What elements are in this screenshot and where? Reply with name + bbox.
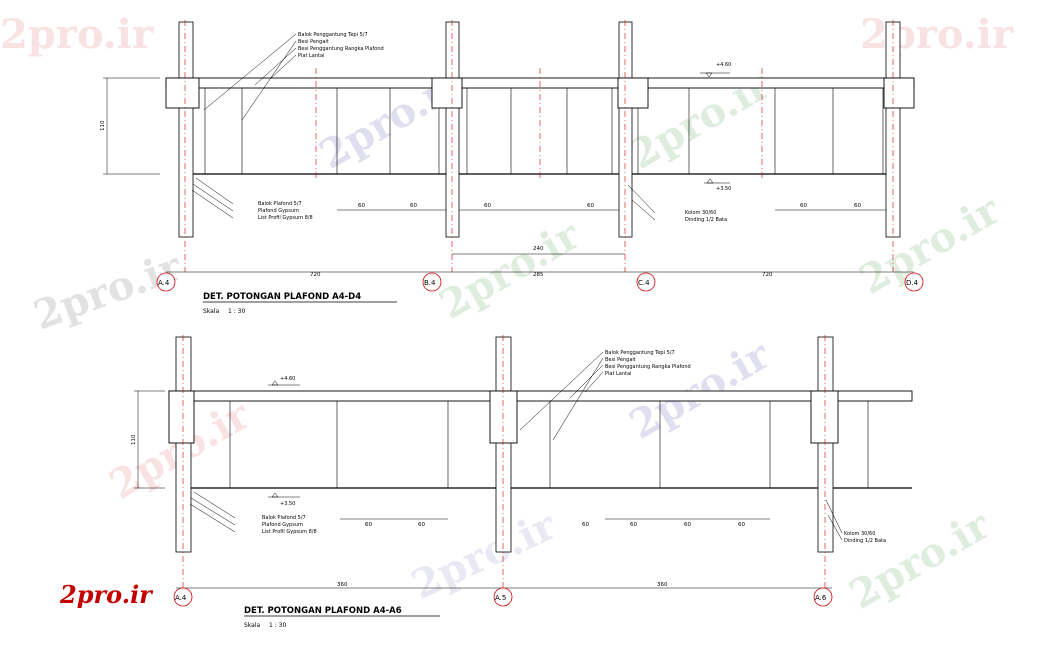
section-a4-a6: 110 +4.60 +3.50 Balok Penggantung Tepi 5…	[131, 335, 913, 629]
level-top: +4.60	[280, 376, 295, 382]
label-kolom: Kolom 30/60	[685, 210, 716, 216]
grid-label: C.4	[638, 279, 650, 287]
watermark: 2pro.ir	[852, 186, 1009, 304]
label-balok-plafond: Balok Plafond 5/7	[258, 201, 302, 207]
grid-label: B.4	[424, 279, 436, 287]
drawing-title: DET. POTONGAN PLAFOND A4-A6	[244, 606, 402, 616]
scale-label: Skala	[203, 308, 220, 315]
bottom-leader-lines	[191, 177, 656, 221]
top-leader-lines	[203, 33, 297, 121]
spacing-dim: 60	[684, 522, 691, 528]
watermark: 2pro.ir	[404, 501, 563, 609]
height-dimension	[103, 77, 160, 175]
label-besi-pengait: Besi Pengait	[298, 39, 329, 45]
label-balok-plafond: Balok Plafond 5/7	[262, 515, 306, 521]
level-marks	[268, 380, 300, 498]
grid-label: D.4	[906, 279, 919, 287]
grid-bubbles	[156, 272, 924, 292]
height-dimension	[134, 390, 165, 489]
level-bottom: +3.50	[716, 186, 731, 192]
spacing-dim: 60	[587, 203, 594, 209]
label-dinding: Dinding 1/2 Bata	[685, 217, 727, 223]
label-balok-penggantung: Balok Penggantung Tepi 5/7	[298, 32, 368, 38]
spacing-dim: 60	[410, 203, 417, 209]
hanger-rods	[204, 88, 884, 174]
label-list-profil: List Profil Gypsum 8/8	[258, 215, 313, 221]
watermark: 2pro.ir	[0, 11, 154, 58]
spacing-dim: 60	[800, 203, 807, 209]
hanger-rods	[229, 401, 869, 488]
level-top: +4.60	[716, 62, 731, 68]
label-kolom: Kolom 30/60	[844, 531, 875, 537]
spacing-dim: 60	[484, 203, 491, 209]
watermark: 2pro.ir	[842, 501, 999, 619]
scale-label: Skala	[244, 622, 261, 629]
grid-bubbles	[173, 587, 833, 607]
watermark: 2pro.ir	[860, 11, 1014, 58]
site-logo: 2pro.ir	[59, 580, 154, 609]
grid-label: A.5	[495, 594, 506, 602]
axis-lines	[182, 335, 826, 590]
label-besi-penggantung: Besi Penggantung Rangka Plafond	[298, 46, 384, 52]
span-dim: 285	[533, 272, 544, 278]
spacing-dim: 60	[738, 522, 745, 528]
sub-dim-label: 240	[533, 246, 544, 252]
label-plafond-gypsum: Plafond Gypsum	[258, 208, 299, 214]
spacing-dim: 60	[854, 203, 861, 209]
label-besi-pengait: Besi Pengait	[605, 357, 636, 363]
label-plafond-gypsum: Plafond Gypsum	[262, 522, 303, 528]
span-dim: 720	[310, 272, 321, 278]
height-dim-label: 110	[131, 434, 137, 445]
grid-label: A.4	[175, 594, 187, 602]
span-dim: 360	[337, 582, 348, 588]
bottom-leader-lines	[189, 491, 843, 541]
slab-thickening	[168, 390, 839, 444]
spacing-dim: 60	[582, 522, 589, 528]
label-besi-penggantung: Besi Penggantung Rangka Plafond	[605, 364, 691, 370]
section-a4-d4: 110 +4.60 +3.50 Balok Penggantung Tepi 5…	[100, 20, 924, 315]
slab-thickening	[165, 77, 915, 109]
label-plat-lantai: Plat Lantai	[605, 371, 631, 377]
top-leader-lines	[519, 351, 604, 441]
span-dim: 360	[657, 582, 668, 588]
axis-lines	[184, 20, 894, 272]
span-dim: 720	[762, 272, 773, 278]
spacing-dim: 60	[418, 522, 425, 528]
grid-label: A.4	[158, 279, 170, 287]
height-dim-label: 110	[100, 120, 106, 131]
label-dinding: Dinding 1/2 Bata	[844, 538, 886, 544]
scale-value: 1 : 30	[228, 308, 245, 315]
label-balok-penggantung: Balok Penggantung Tepi 5/7	[605, 350, 675, 356]
level-marks	[700, 72, 730, 184]
spacing-dim: 60	[630, 522, 637, 528]
spacing-dim: 60	[358, 203, 365, 209]
spacing-dim: 60	[365, 522, 372, 528]
drawing-title: DET. POTONGAN PLAFOND A4-D4	[203, 292, 361, 302]
label-list-profil: List Profil Gypsum 8/8	[262, 529, 317, 535]
grid-label: A.6	[815, 594, 827, 602]
scale-value: 1 : 30	[269, 622, 286, 629]
label-plat-lantai: Plat Lantai	[298, 53, 324, 59]
level-bottom: +3.50	[280, 501, 295, 507]
watermark: 2pro.ir	[622, 331, 779, 449]
floor-slab	[168, 390, 913, 402]
